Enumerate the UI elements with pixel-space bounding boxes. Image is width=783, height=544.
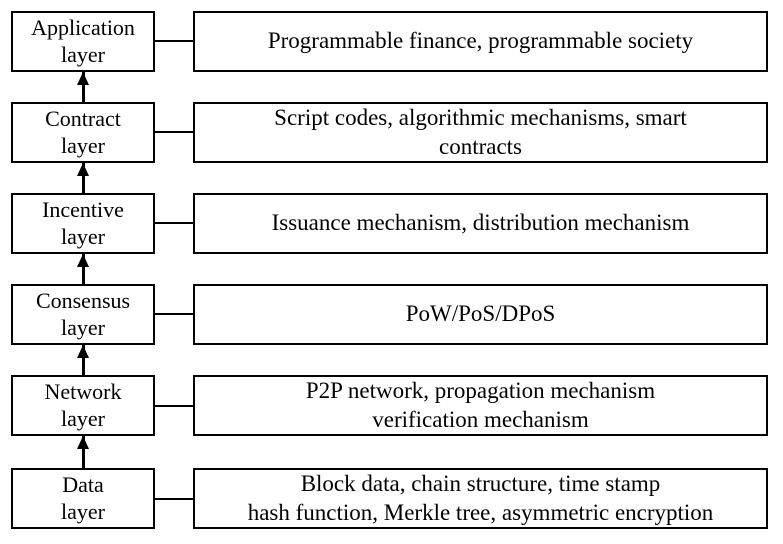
arrow-incentive-to-contract <box>77 163 89 193</box>
arrow-up-icon <box>77 163 89 176</box>
network-description-box: P2P network, propagation mechanism verif… <box>193 375 768 436</box>
application-description-text: Programmable finance, programmable socie… <box>267 28 694 54</box>
contract-layer-label: Contract layer <box>45 105 121 158</box>
arrow-contract-to-application <box>77 72 89 102</box>
contract-description-text: Script codes, algorithmic mechanisms, sm… <box>274 105 687 159</box>
application-connector-line <box>155 40 193 42</box>
data-layer-box: Data layer <box>11 468 155 529</box>
arrow-data-to-network <box>77 436 89 468</box>
consensus-description-text: PoW/PoS/DPoS <box>405 301 556 327</box>
arrow-network-to-consensus <box>77 345 89 375</box>
consensus-connector-line <box>155 313 193 315</box>
arrow-up-icon <box>77 254 89 267</box>
incentive-layer-box: Incentive layer <box>11 193 155 254</box>
data-connector-line <box>155 498 193 500</box>
arrow-up-icon <box>77 436 89 449</box>
data-description-box: Block data, chain structure, time stamp … <box>193 468 768 529</box>
incentive-connector-line <box>155 222 193 224</box>
application-description-box: Programmable finance, programmable socie… <box>193 11 768 72</box>
arrow-consensus-to-incentive <box>77 254 89 284</box>
data-layer-label: Data layer <box>61 471 105 524</box>
incentive-description-text: Issuance mechanism, distribution mechani… <box>271 210 690 236</box>
consensus-description-box: PoW/PoS/DPoS <box>193 284 768 345</box>
arrow-up-icon <box>77 345 89 358</box>
application-layer-label: Application layer <box>31 14 135 67</box>
contract-connector-line <box>155 131 193 133</box>
network-connector-line <box>155 405 193 407</box>
network-layer-box: Network layer <box>11 375 155 436</box>
data-description-text: Block data, chain structure, time stamp … <box>247 471 714 525</box>
consensus-layer-box: Consensus layer <box>11 284 155 345</box>
contract-description-box: Script codes, algorithmic mechanisms, sm… <box>193 102 768 163</box>
consensus-layer-label: Consensus layer <box>35 287 131 340</box>
arrow-up-icon <box>77 72 89 85</box>
incentive-layer-label: Incentive layer <box>42 196 124 249</box>
incentive-description-box: Issuance mechanism, distribution mechani… <box>193 193 768 254</box>
network-layer-label: Network layer <box>44 378 122 431</box>
application-layer-box: Application layer <box>11 11 155 72</box>
network-description-text: P2P network, propagation mechanism verif… <box>305 378 656 432</box>
contract-layer-box: Contract layer <box>11 102 155 163</box>
